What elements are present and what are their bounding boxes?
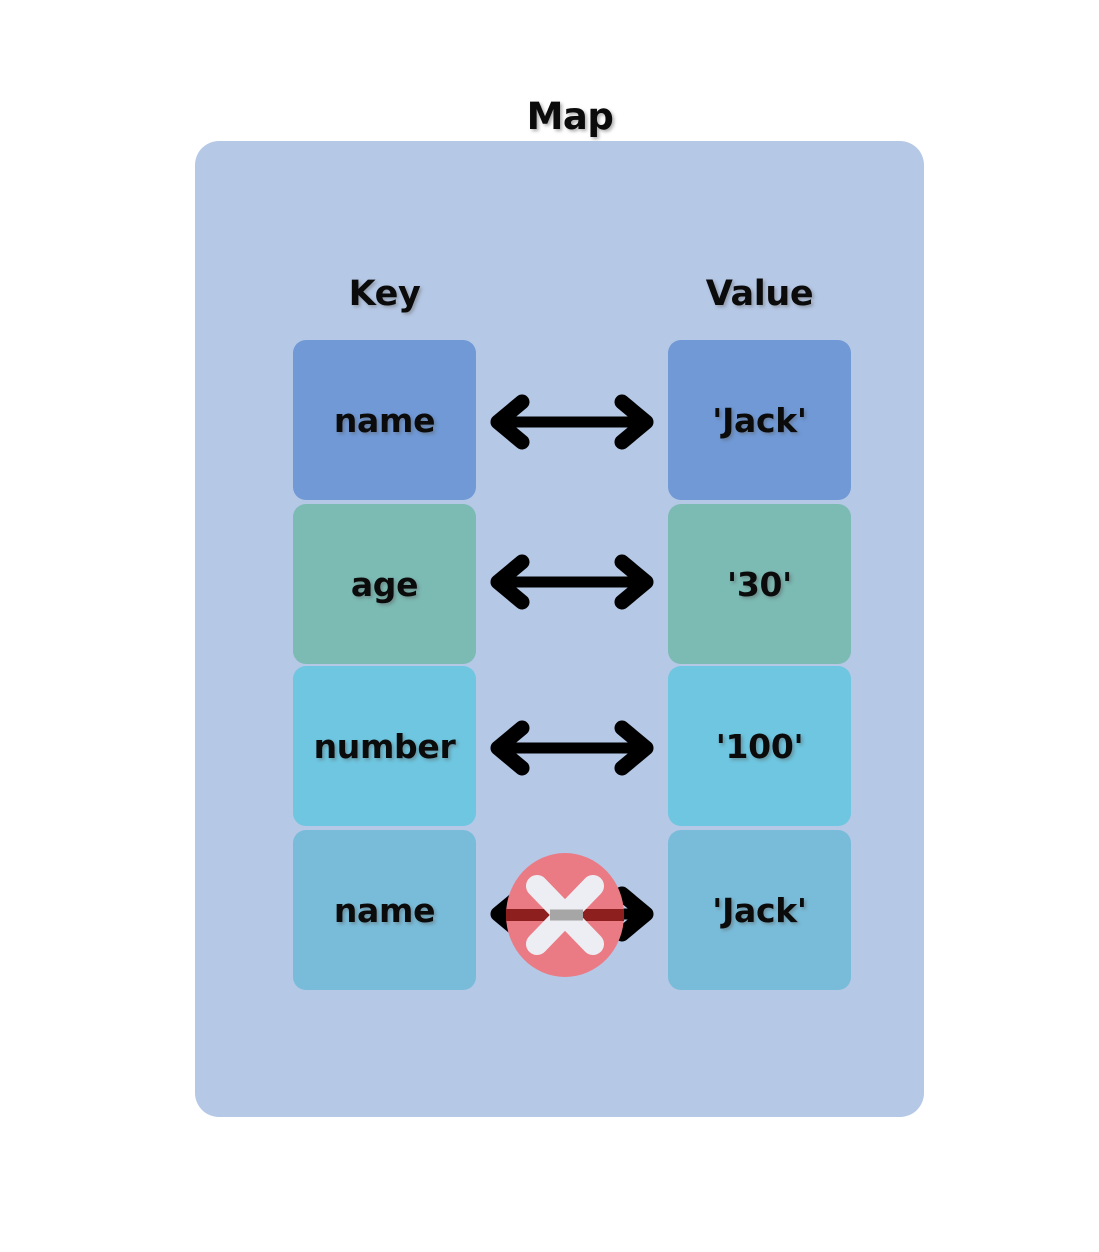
key-cell: name [293, 340, 476, 500]
map-entry-row: name 'Jack' [293, 340, 851, 500]
value-cell: 'Jack' [668, 830, 851, 990]
page-title: Map [526, 95, 614, 138]
double-arrow-icon [476, 340, 668, 500]
value-cell: '100' [668, 666, 851, 826]
red-x-circle-icon [495, 845, 635, 985]
value-cell: 'Jack' [668, 340, 851, 500]
key-cell: name [293, 830, 476, 990]
double-arrow-icon [476, 666, 668, 826]
double-arrow-icon [476, 504, 668, 664]
key-cell: number [293, 666, 476, 826]
key-cell: age [293, 504, 476, 664]
map-entry-row: number '100' [293, 666, 851, 826]
column-header-value: Value [705, 274, 814, 314]
value-cell: '30' [668, 504, 851, 664]
map-entry-row: age '30' [293, 504, 851, 664]
column-header-key: Key [348, 274, 421, 314]
